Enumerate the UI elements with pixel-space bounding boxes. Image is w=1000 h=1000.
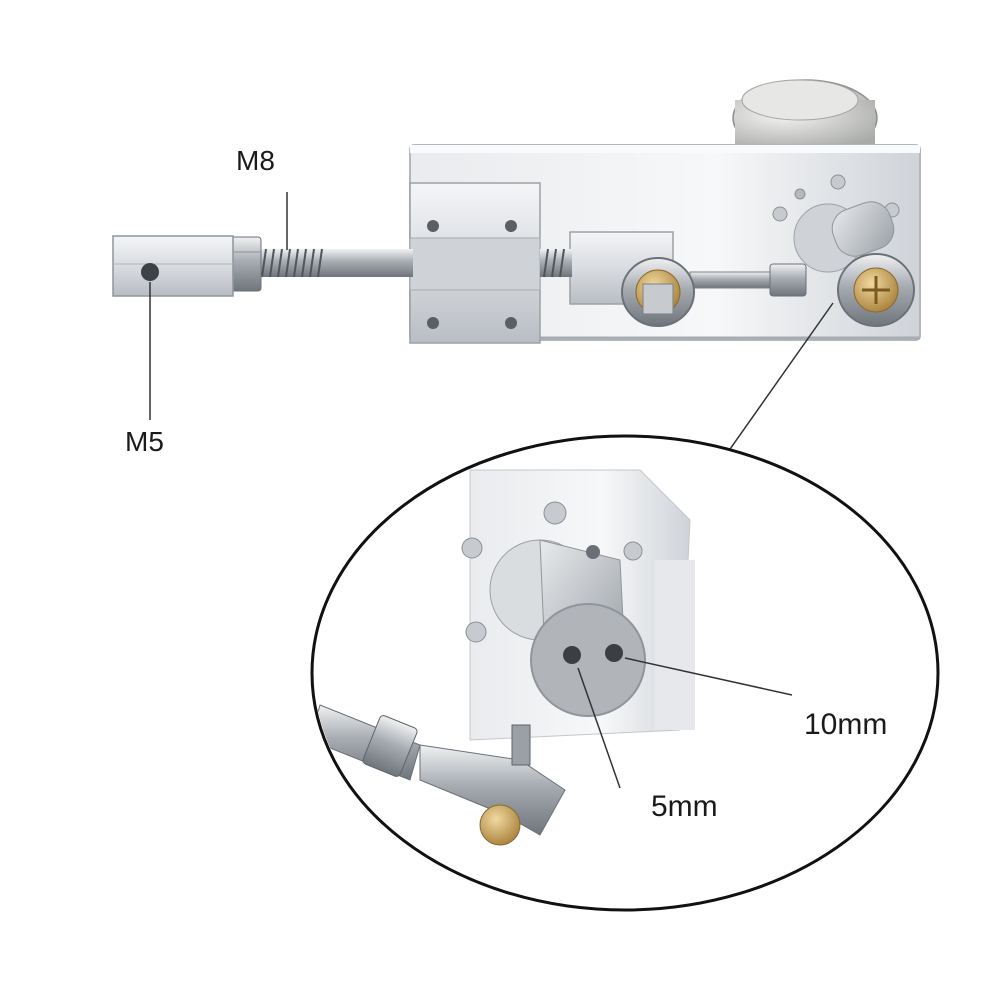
hex-nut — [228, 236, 262, 292]
connecting-rod — [621, 257, 807, 327]
threaded-rod — [258, 248, 572, 278]
dimension-lines — [577, 657, 793, 789]
crank-coupling — [793, 201, 915, 327]
linear-actuator-assembly — [112, 79, 921, 344]
label-m5-hole: M5 — [125, 426, 164, 457]
clevis-end — [112, 235, 234, 297]
bearing-block — [409, 182, 541, 344]
label-10mm-hole: 10mm — [804, 708, 888, 741]
label-5mm-hole: 5mm — [651, 790, 718, 823]
detail-zoom-inset — [310, 434, 940, 912]
label-m8-thread: M8 — [236, 145, 275, 176]
dc-motor — [732, 79, 878, 157]
